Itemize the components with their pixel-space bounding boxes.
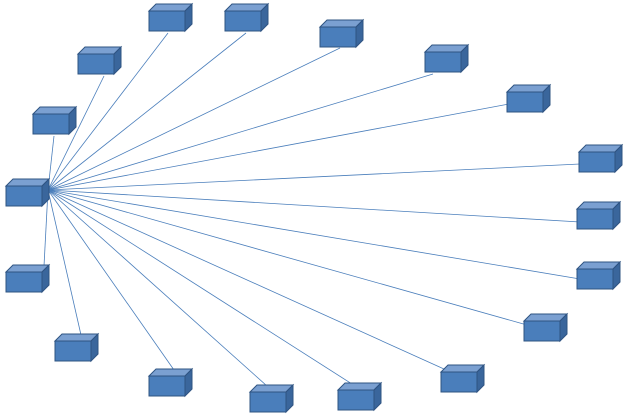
spoke-block-17: [4, 263, 51, 294]
spoke-block-10-front-face: [576, 268, 614, 290]
spoke-block-4-front-face: [224, 10, 262, 32]
edge-17: [43, 189, 49, 267]
spoke-block-9-front-face: [576, 208, 614, 230]
spoke-block-2-front-face: [77, 53, 115, 75]
edge-13: [47, 189, 353, 385]
spoke-block-7: [505, 83, 552, 114]
edge-4: [47, 32, 247, 191]
spoke-block-1: [31, 105, 78, 136]
edge-group: [43, 32, 581, 387]
edge-12: [47, 189, 445, 370]
spoke-block-10: [575, 260, 622, 291]
spoke-block-9: [575, 200, 622, 231]
edge-15: [47, 189, 175, 371]
spoke-block-3: [147, 2, 194, 33]
hub-block: [4, 177, 51, 208]
spoke-block-12-front-face: [440, 371, 478, 393]
spoke-block-6-front-face: [424, 51, 462, 73]
edge-16: [47, 189, 82, 336]
spoke-block-15-front-face: [148, 375, 186, 397]
spoke-block-6: [423, 43, 470, 74]
node-group: [4, 2, 624, 414]
spoke-block-1-front-face: [32, 113, 70, 135]
edge-3: [47, 32, 169, 191]
spoke-block-8-front-face: [578, 151, 616, 173]
edge-10: [47, 189, 581, 280]
spoke-block-13-front-face: [337, 389, 375, 411]
spoke-block-16: [53, 332, 100, 363]
spoke-block-12: [439, 363, 486, 394]
spoke-block-11-front-face: [523, 320, 561, 342]
spoke-block-4: [223, 2, 270, 33]
edge-9: [47, 189, 581, 223]
spoke-block-15: [147, 367, 194, 398]
spoke-block-16-front-face: [54, 340, 92, 362]
edge-11: [47, 189, 528, 326]
spoke-block-5: [318, 18, 365, 49]
edge-2: [47, 75, 105, 191]
edge-14: [47, 189, 268, 387]
spoke-block-2: [76, 45, 123, 76]
edge-7: [47, 103, 510, 191]
spoke-block-13: [336, 381, 383, 412]
spoke-block-17-front-face: [5, 271, 43, 293]
spoke-block-7-front-face: [506, 91, 544, 113]
spoke-block-3-front-face: [148, 10, 186, 32]
hub-block-front-face: [5, 185, 43, 207]
spoke-block-14-front-face: [249, 391, 287, 413]
spoke-block-8: [577, 143, 624, 174]
edge-5: [47, 47, 341, 191]
edge-6: [47, 73, 434, 191]
spoke-block-11: [522, 312, 569, 343]
spoke-block-14: [248, 383, 295, 414]
edge-8: [47, 163, 581, 191]
spoke-block-5-front-face: [319, 26, 357, 48]
